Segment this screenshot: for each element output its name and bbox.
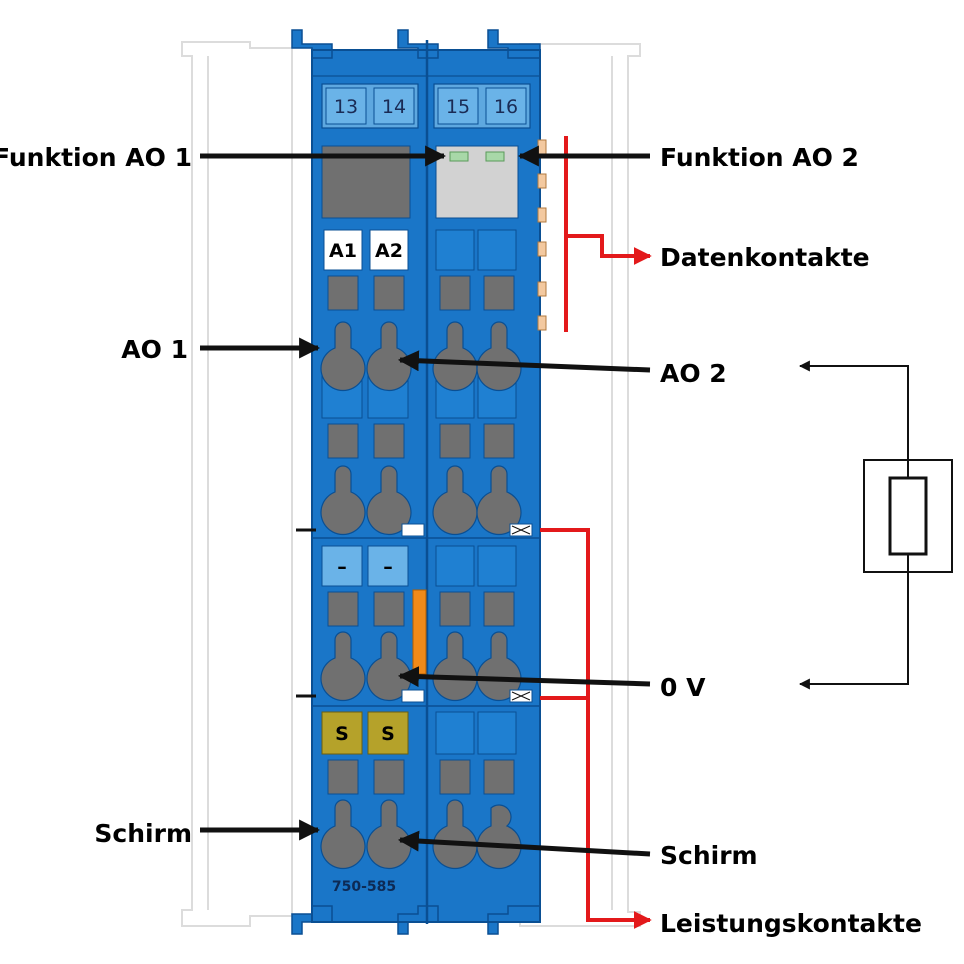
tag-s-1: S — [335, 723, 349, 745]
arrow-schirm-right — [397, 830, 651, 857]
load-resistor-circuit — [798, 360, 953, 690]
arrow-0v — [397, 666, 651, 688]
tag-minus-1: – — [337, 556, 347, 578]
data-contacts-bracket — [564, 136, 652, 332]
model-number: 750-585 — [332, 879, 396, 895]
minus-tags: – – — [321, 545, 517, 587]
led-green-1 — [449, 151, 469, 162]
orange-jumper — [412, 589, 427, 675]
led-green-2 — [485, 151, 505, 162]
terminal-number-15: 15 — [446, 96, 470, 118]
tag-a2: A2 — [375, 240, 403, 262]
terminal-number-16: 16 — [494, 96, 518, 118]
power-contacts-bracket — [540, 528, 652, 929]
arrow-ao2 — [397, 350, 651, 373]
tag-minus-2: – — [383, 556, 393, 578]
callout-arrows — [200, 145, 651, 857]
terminal-number-14: 14 — [382, 96, 406, 118]
resistor-icon — [888, 476, 928, 556]
label-schirm-right: Schirm — [660, 841, 758, 870]
tag-s-2: S — [381, 723, 395, 745]
led-window — [435, 145, 519, 219]
label-datenkontakte: Datenkontakte — [660, 243, 870, 272]
tag-a1: A1 — [329, 240, 357, 262]
terminal-number-strip: 13 14 15 16 — [321, 83, 531, 129]
release-slots — [327, 275, 515, 795]
data-contacts — [537, 139, 547, 331]
shield-tags: S S — [321, 711, 517, 755]
label-ao1: AO 1 — [121, 335, 188, 364]
label-funktion-ao2: Funktion AO 2 — [660, 143, 859, 172]
label-leistungskontakte: Leistungskontakte — [660, 909, 922, 938]
label-funktion-ao1: Funktion AO 1 — [0, 143, 192, 172]
label-ao2: AO 2 — [660, 359, 727, 388]
label-schirm-left: Schirm — [94, 819, 192, 848]
terminal-number-13: 13 — [334, 96, 358, 118]
label-0v: 0 V — [660, 673, 706, 702]
channel-tags: A1 A2 — [323, 229, 517, 271]
power-jumper-contacts — [296, 523, 533, 703]
